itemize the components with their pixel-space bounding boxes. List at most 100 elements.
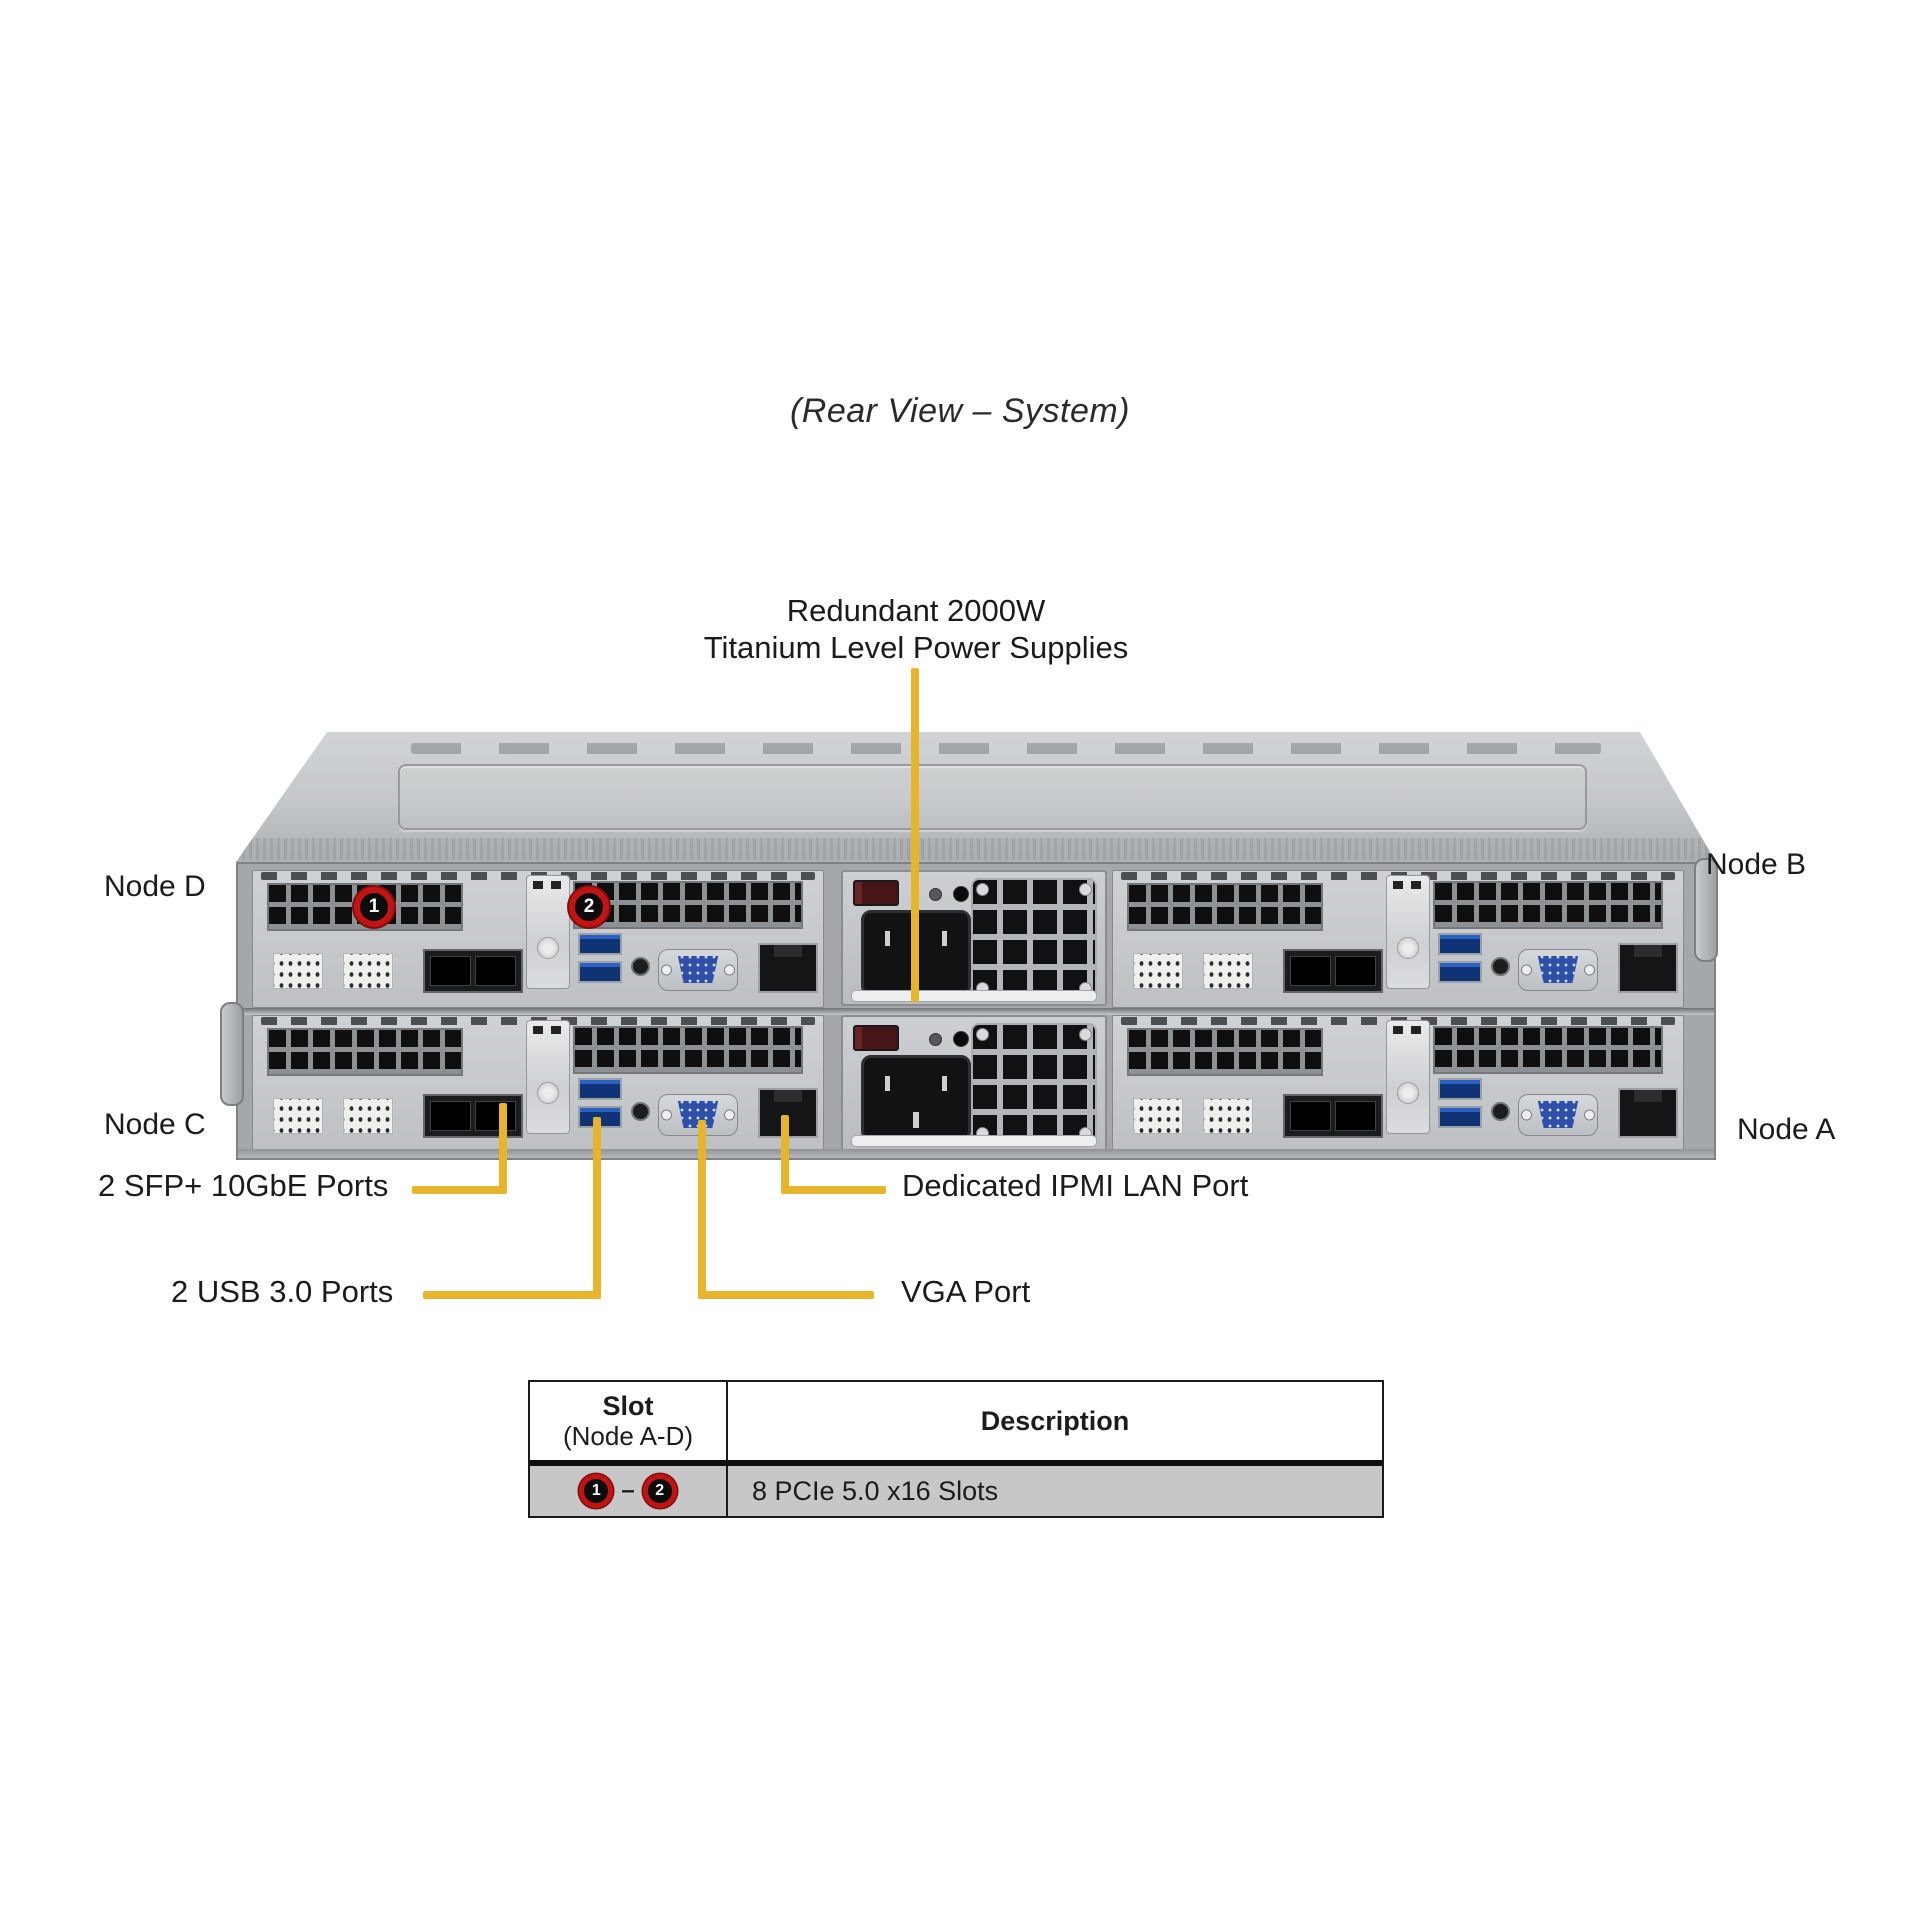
usb3-port	[578, 1078, 622, 1100]
node-module-d	[252, 870, 824, 1008]
ipmi-lan-port	[1618, 1088, 1678, 1138]
chassis-rear-face: 1 2	[236, 862, 1716, 1160]
ac-pin	[942, 1075, 948, 1091]
module-latch	[1386, 875, 1430, 989]
chassis-handle-left	[220, 1002, 244, 1106]
chassis-handle-right	[1694, 858, 1718, 962]
usb3-port	[1438, 1078, 1482, 1100]
table-header-separator	[530, 1460, 1382, 1466]
psu-led	[953, 886, 969, 902]
pcie-slot-1-grille	[267, 1028, 463, 1076]
ipmi-lan-port	[1618, 943, 1678, 993]
module-latch	[1386, 1020, 1430, 1134]
callout-line-psu	[911, 668, 919, 1002]
fan-screw	[1079, 1028, 1092, 1041]
vent-stamp-grid	[343, 953, 393, 989]
ipmi-lan-port	[758, 943, 818, 993]
pcie-slot-1-grille	[1127, 1028, 1323, 1076]
uid-button	[631, 957, 650, 976]
usb3-port	[578, 961, 622, 983]
usb3-port	[1438, 961, 1482, 983]
slot-1-badge: 1	[354, 887, 394, 927]
pcie-slot-1-grille	[1127, 883, 1323, 931]
ipmi-callout-label: Dedicated IPMI LAN Port	[902, 1168, 1249, 1203]
header-slot-cell: Slot (Node A-D)	[530, 1382, 728, 1460]
usb3-port	[1438, 1106, 1482, 1128]
vga-port	[1518, 1094, 1598, 1136]
psu-handle	[851, 1135, 1097, 1147]
uid-button	[1491, 957, 1510, 976]
fan-screw	[976, 1028, 989, 1041]
vent-stamp-grid	[273, 953, 323, 989]
node-label-b: Node B	[1706, 848, 1807, 881]
node-label-d: Node D	[104, 870, 206, 903]
psu-switch	[853, 1025, 899, 1051]
page-title: (Rear View – System)	[789, 392, 1131, 430]
psu-top	[841, 870, 1107, 1006]
uid-button	[631, 1102, 650, 1121]
lid-vent-row	[411, 743, 1601, 754]
vent-stamp-grid	[343, 1098, 393, 1134]
psu-bottom	[841, 1015, 1107, 1151]
latch-screw	[537, 1081, 559, 1104]
sfp-callout-label: 2 SFP+ 10GbE Ports	[98, 1168, 389, 1203]
lid-stamped-panel	[398, 764, 1587, 830]
psu-screw	[929, 1033, 942, 1046]
pcie-slot-2-grille	[1433, 881, 1663, 929]
callout-line-vga	[698, 1120, 706, 1299]
latch-screw	[537, 936, 559, 959]
callout-line-ipmi	[781, 1186, 886, 1194]
vent-stamp-grid	[1133, 953, 1183, 989]
psu-callout-line1: Redundant 2000W	[786, 593, 1046, 628]
vga-connector	[677, 956, 719, 983]
node-label-c: Node C	[104, 1108, 206, 1141]
psu-switch	[853, 880, 899, 906]
slot-spec-table: Slot (Node A-D) Description 1 – 2 8 PCIe…	[528, 1380, 1384, 1518]
sfp-port	[475, 956, 516, 986]
psu-callout-label: Redundant 2000W Titanium Level Power Sup…	[660, 592, 1172, 666]
latch-screw	[1397, 1081, 1419, 1104]
sfp-10gbe-dual-port	[1283, 1094, 1383, 1138]
module-latch	[526, 1020, 570, 1134]
slot-description: 8 PCIe 5.0 x16 Slots	[752, 1475, 999, 1506]
slot-2-badge: 2	[569, 887, 609, 927]
callout-line-sfp	[499, 1103, 507, 1194]
psu-callout-line2: Titanium Level Power Supplies	[703, 630, 1129, 665]
callout-line-usb	[423, 1291, 601, 1299]
psu-handle	[851, 990, 1097, 1002]
header-slot-subtitle: (Node A-D)	[562, 1421, 694, 1451]
usb3-port	[578, 933, 622, 955]
pcie-slot-2-grille	[573, 881, 803, 929]
sfp-port	[1290, 956, 1331, 986]
ac-pin	[942, 930, 948, 946]
psu-fan-grille	[971, 878, 1097, 1000]
chassis-bottom-rail	[238, 1149, 1714, 1158]
node-label-a: Node A	[1737, 1113, 1836, 1146]
sfp-port	[1335, 1101, 1376, 1131]
vent-stamp-grid	[1203, 953, 1253, 989]
psu-screw	[929, 888, 942, 901]
ac-pin	[884, 1075, 890, 1091]
node-module-a	[1112, 1015, 1684, 1153]
uid-button	[1491, 1102, 1510, 1121]
table-row: 1 – 2 8 PCIe 5.0 x16 Slots	[530, 1466, 1382, 1516]
header-description-cell: Description	[728, 1382, 1382, 1460]
sfp-10gbe-dual-port	[423, 1094, 523, 1138]
slot-range-cell: 1 – 2	[530, 1466, 728, 1516]
ac-inlet	[861, 1055, 971, 1141]
table-header-row: Slot (Node A-D) Description	[530, 1382, 1382, 1460]
description-cell: 8 PCIe 5.0 x16 Slots	[728, 1466, 1382, 1516]
vga-port	[658, 1094, 738, 1136]
pcie-slot-2-grille	[1433, 1026, 1663, 1074]
header-description-title: Description	[980, 1405, 1130, 1436]
callout-line-sfp	[412, 1186, 507, 1194]
vga-connector	[1537, 1101, 1579, 1128]
row-divider	[238, 1008, 1714, 1015]
lid-front-lip	[242, 838, 1710, 860]
sfp-10gbe-dual-port	[423, 949, 523, 993]
vent-stamp-grid	[273, 1098, 323, 1134]
psu-led	[953, 1031, 969, 1047]
usb3-port	[1438, 933, 1482, 955]
slot-2-badge: 2	[642, 1474, 677, 1508]
